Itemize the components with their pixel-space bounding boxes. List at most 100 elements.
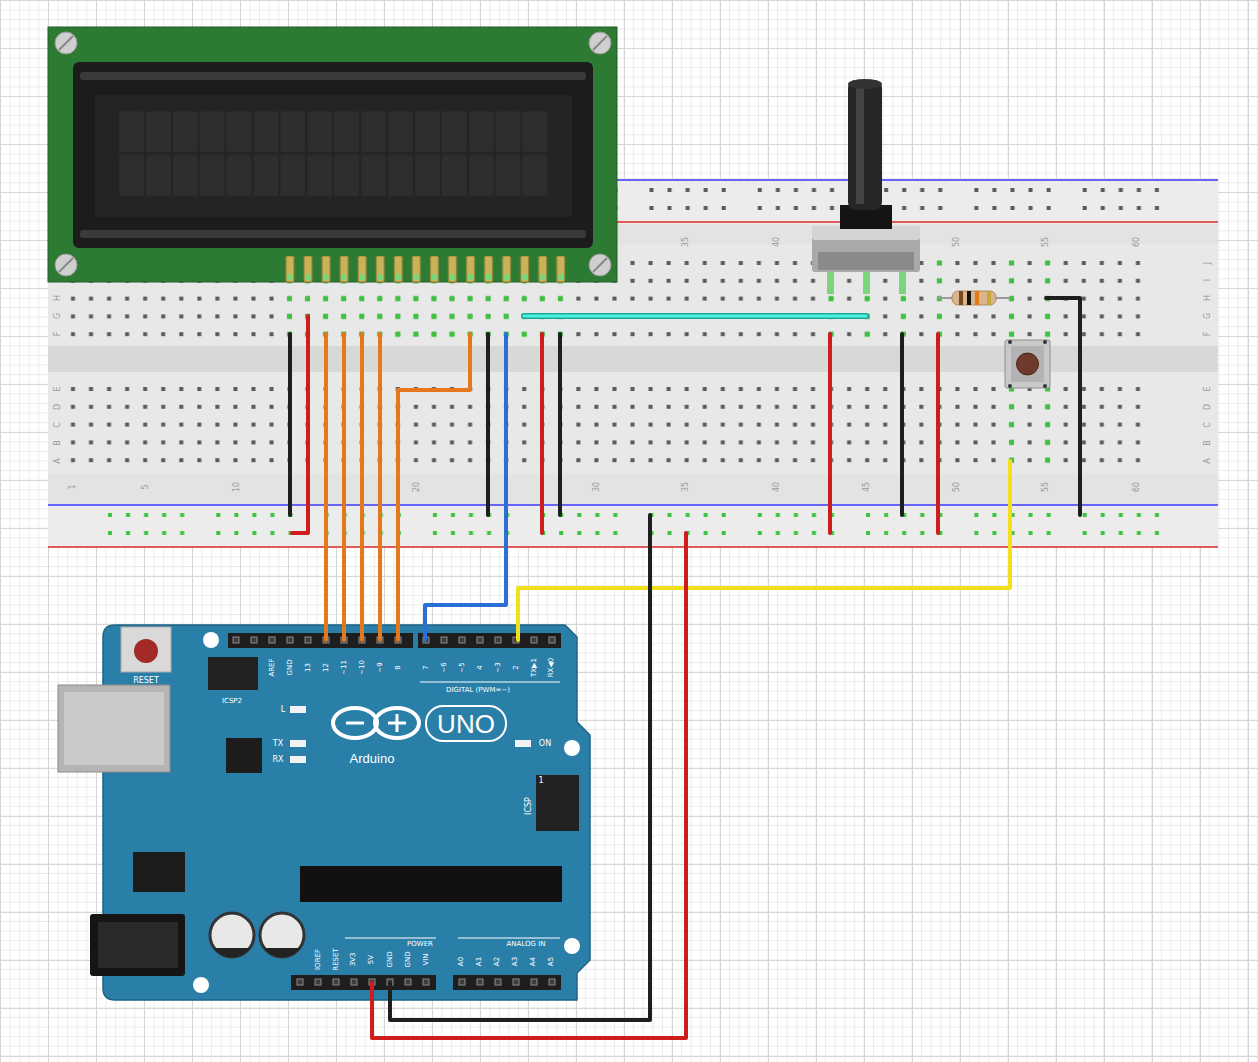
row-letter: H (1204, 295, 1212, 301)
jumper-wire (372, 533, 686, 1038)
breadboard (48, 178, 1218, 548)
row-letter: B (1204, 440, 1212, 446)
jumper-wire (558, 334, 562, 515)
header-title: POWER (407, 941, 433, 948)
column-number: 55 (1042, 237, 1050, 247)
pushbutton (1008, 340, 1012, 344)
row-letter: I (1204, 279, 1212, 281)
pin-label: ~3 (494, 662, 501, 672)
potentiometer (848, 80, 882, 210)
pin-label: ~6 (440, 662, 447, 672)
pushbutton (1005, 340, 1050, 388)
potentiometer (812, 79, 920, 294)
row-letter: G (1204, 313, 1212, 319)
header-pin (459, 979, 465, 985)
arduino-uno-board (193, 977, 209, 993)
pushbutton (1008, 384, 1012, 388)
row-letter: A (1204, 458, 1212, 463)
arduino-uno-board (228, 633, 413, 648)
row-letter: H (54, 295, 62, 301)
pin-label: A2 (495, 956, 502, 965)
arduino-uno-board (90, 914, 185, 976)
lcd-module (48, 27, 617, 282)
jumper-wire (425, 334, 506, 640)
jumper-wire (398, 334, 470, 640)
column-number: 40 (773, 482, 781, 492)
pin-label: 7 (423, 665, 430, 669)
row-letter: C (54, 422, 62, 428)
row-letter: G (54, 313, 62, 319)
row-letter: F (54, 332, 62, 337)
pin-label: TX▶1 (530, 658, 537, 677)
row-letter: C (1204, 422, 1212, 428)
pin-label: A3 (513, 956, 520, 965)
arduino-uno-board (426, 706, 506, 741)
lcd-module (593, 258, 607, 272)
resistor-symbol (987, 291, 991, 305)
header-pin (315, 979, 321, 985)
arduino-uno-board (291, 975, 436, 990)
arduino-uno-board (134, 639, 158, 663)
header-pin (477, 637, 483, 643)
led-label: ON (539, 740, 551, 748)
pushbutton (1017, 353, 1039, 375)
breadboard (48, 546, 1218, 548)
arduino-uno-board (515, 740, 531, 747)
header-pin (459, 637, 465, 643)
pushbutton (1043, 384, 1047, 388)
arduino-uno-board (208, 657, 258, 690)
arduino-uno-board (346, 722, 364, 725)
arduino-uno-board (536, 775, 579, 831)
arduino-uno-board (210, 913, 254, 957)
jumper-wire (324, 334, 328, 640)
jumper-wire (288, 334, 292, 515)
breadboard (1003, 380, 1021, 469)
header-pin (495, 979, 501, 985)
jumper-wire (378, 334, 382, 640)
pin-label: RESET (333, 948, 340, 970)
connector-label: ICSP (525, 797, 533, 815)
pushbutton (1005, 340, 1050, 388)
arduino-uno-board (290, 756, 306, 763)
pin-label: ~10 (359, 660, 366, 675)
jumper-wire (290, 298, 1080, 1038)
pin-label: GND (405, 951, 412, 967)
header-pin (513, 979, 519, 985)
jumper-wire (524, 313, 866, 319)
header-pin (477, 979, 483, 985)
arduino-uno-board (58, 685, 170, 772)
jumper-wire (540, 334, 544, 533)
row-letter: J (1204, 262, 1212, 264)
lcd-module (55, 254, 77, 276)
header-pin (549, 979, 555, 985)
pin-label: ~11 (341, 660, 348, 675)
column-number: 50 (953, 482, 961, 492)
jumper-wire (360, 334, 364, 640)
lcd-module (80, 72, 586, 80)
arduino-uno-board (290, 740, 306, 747)
breadboard (281, 254, 570, 343)
breadboard (1039, 380, 1057, 469)
header-pin (251, 637, 257, 643)
row-letter: B (54, 440, 62, 446)
jumper-wire (936, 334, 940, 533)
row-letter: E (54, 386, 62, 391)
board-model: UNO (437, 711, 495, 737)
connector-label: ICSP2 (222, 698, 242, 705)
arduino-uno-board (64, 692, 164, 765)
column-number: 60 (1133, 237, 1141, 247)
arduino-uno-board (396, 714, 399, 732)
potentiometer (818, 252, 914, 270)
jumper-wire (292, 316, 308, 533)
header-pins (233, 637, 555, 985)
header-pin (531, 637, 537, 643)
breadboard (48, 504, 1218, 548)
lcd-module (59, 258, 73, 272)
pin-label: 5V (369, 954, 376, 963)
pin-label: 8 (395, 665, 402, 669)
arduino-uno-board (203, 632, 219, 648)
potentiometer (812, 226, 920, 272)
column-number: 20 (413, 482, 421, 492)
pin-label: IOREF (314, 949, 321, 970)
pushbutton (1043, 340, 1047, 344)
